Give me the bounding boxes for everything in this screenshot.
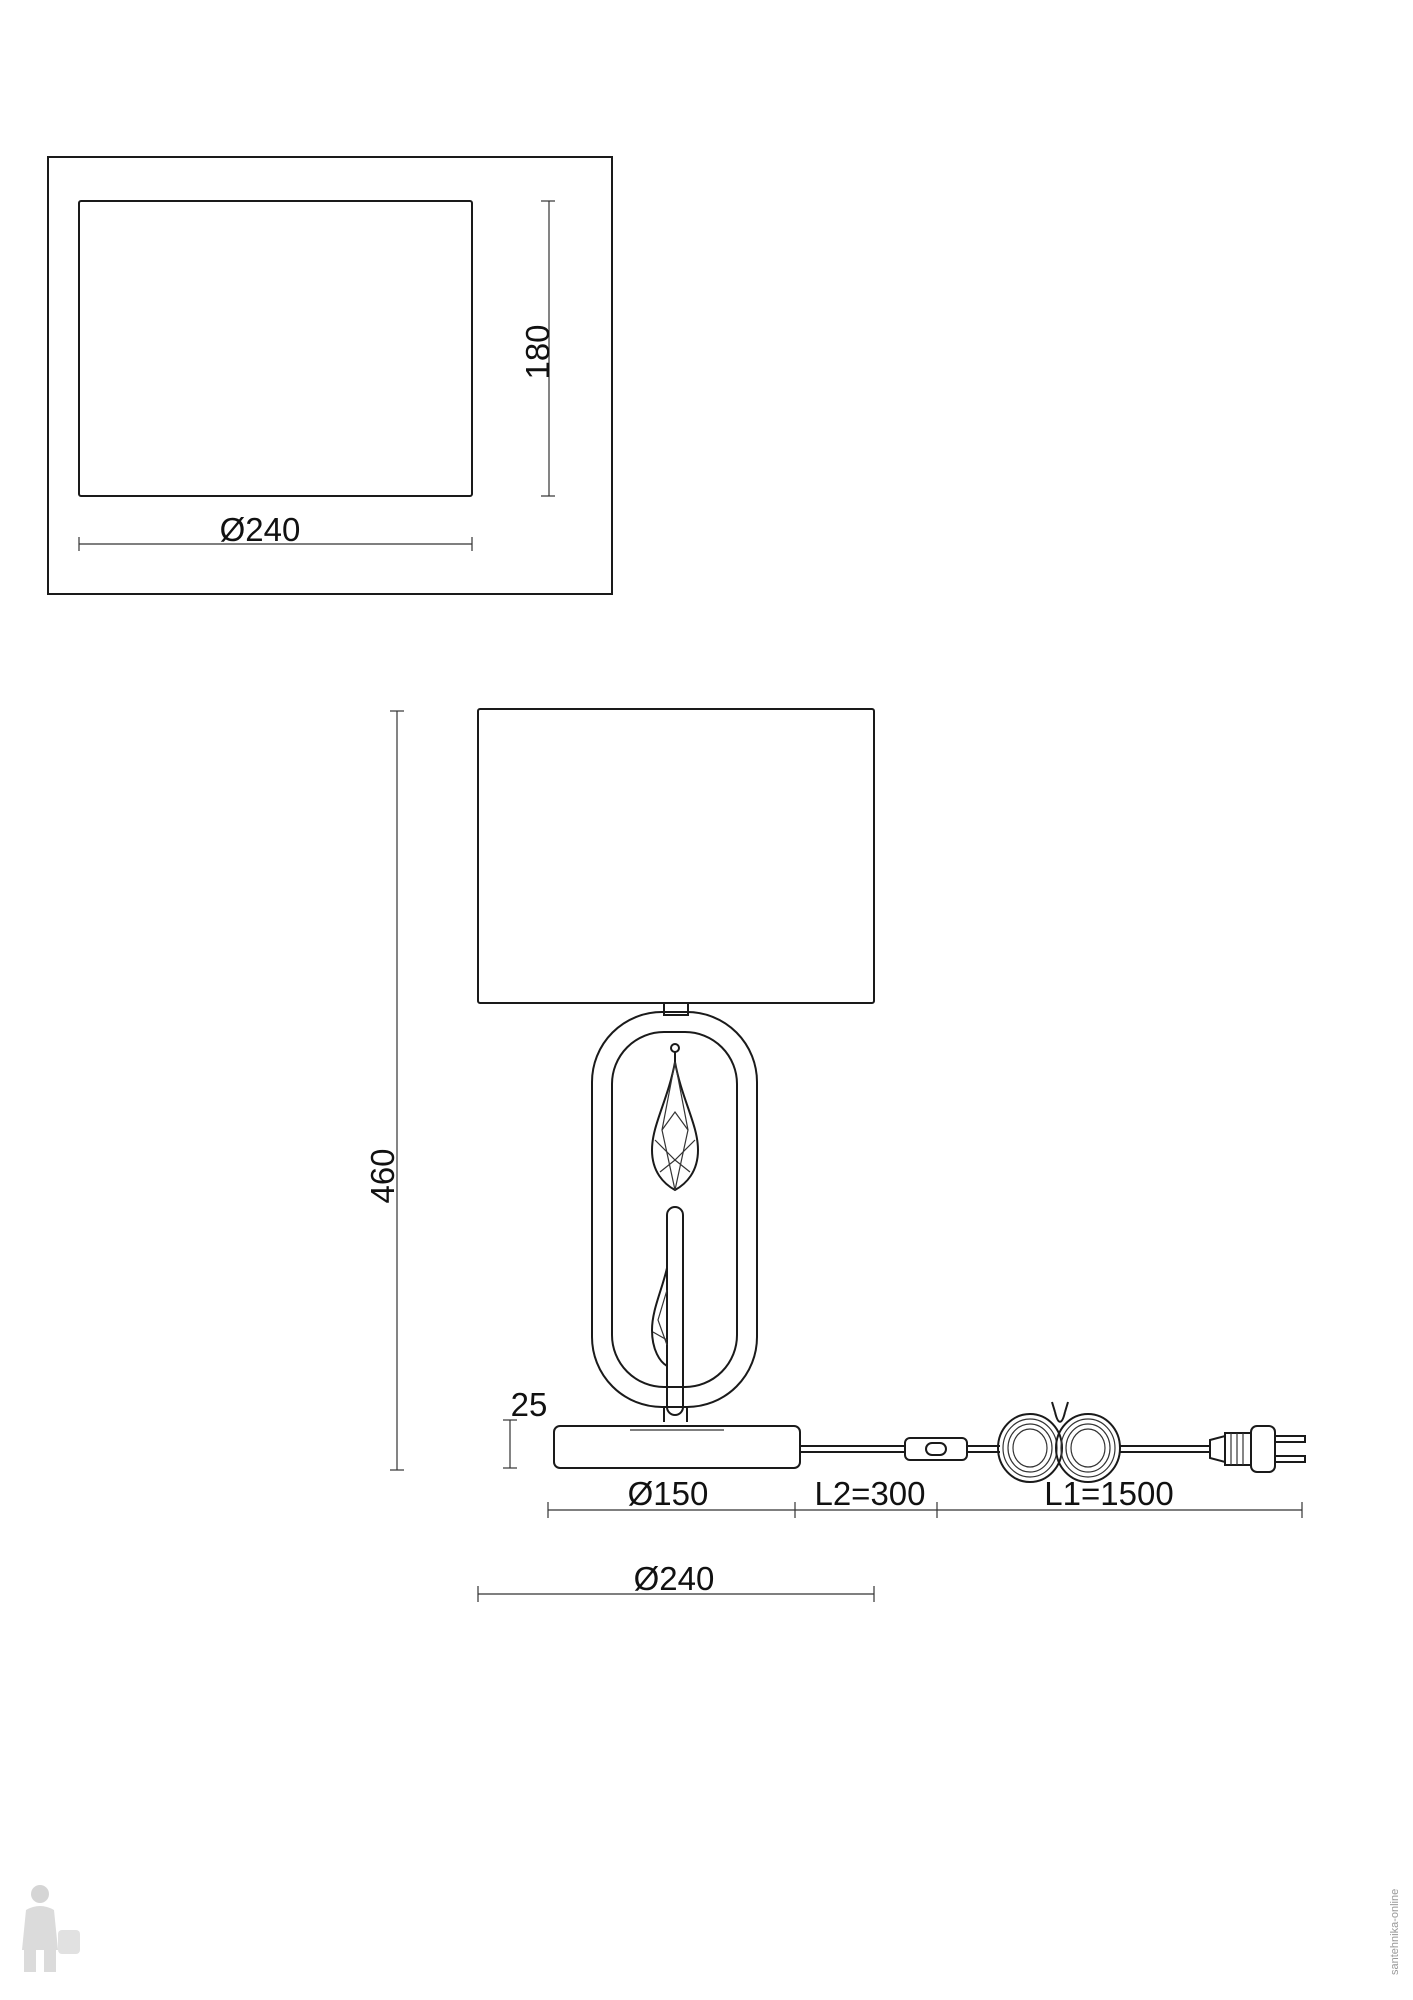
top-height-label: 180 <box>519 324 556 379</box>
side-view: 460 25 Ø150 L2=300 L1=1500 Ø240 <box>364 708 1306 1602</box>
frame-outer-oval <box>591 1011 758 1408</box>
lamp-base <box>553 1425 801 1469</box>
upper-crystal-icon <box>650 1061 700 1192</box>
power-plug-icon <box>1209 1425 1306 1473</box>
lamp-shade <box>477 708 875 1004</box>
cord-l1-label: L1=1500 <box>1044 1475 1173 1512</box>
top-width-label: Ø240 <box>220 511 301 548</box>
crystal-hook <box>670 1043 680 1053</box>
height-label: 460 <box>364 1148 401 1203</box>
center-rod <box>666 1206 684 1416</box>
frame-inner-oval <box>611 1031 738 1388</box>
top-view-shade <box>78 200 473 497</box>
coiled-cord-icon <box>997 1401 1121 1483</box>
base-height-label: 25 <box>511 1386 548 1423</box>
shade-connector <box>663 1002 689 1016</box>
base-diameter-label: Ø150 <box>628 1475 709 1512</box>
cord-l2-label: L2=300 <box>814 1475 925 1512</box>
shade-diameter-label: Ø240 <box>634 1560 715 1597</box>
top-view: 180 Ø240 <box>47 156 613 595</box>
side-watermark: santehnika-online <box>1389 1889 1401 1975</box>
lower-crystal-icon <box>650 1267 668 1367</box>
plumber-logo-icon <box>22 1885 80 1972</box>
top-view-frame <box>47 156 613 595</box>
inline-switch-icon <box>904 1437 968 1461</box>
